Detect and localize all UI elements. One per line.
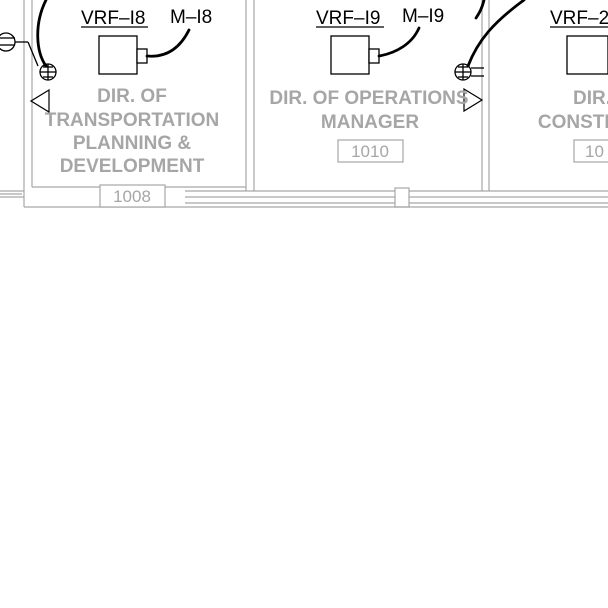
sensor-symbols (0, 32, 484, 81)
pipe-run-3 (377, 26, 421, 58)
vrf-unit-connector-1 (136, 48, 148, 64)
pipe-run-1 (36, 0, 48, 68)
room-name-line: MANAGER (321, 112, 419, 133)
vrf-unit-connector-2 (368, 48, 380, 64)
unit-tag-3: VRF–2 (550, 8, 608, 29)
vrf-unit-box-2 (330, 35, 370, 75)
mount-tag-2: M–I9 (402, 6, 444, 27)
room-number: 1008 (113, 187, 151, 206)
vrf-unit-box-3 (566, 35, 608, 75)
room-number: 10 (585, 142, 604, 161)
room-name-line: DEVELOPMENT (60, 156, 205, 177)
room-name-line: TRANSPORTATION (45, 110, 220, 131)
room-name-line: DIR. (573, 88, 608, 109)
door-arrow-right-icon (463, 87, 484, 113)
room-labels: DIR. OF TRANSPORTATION PLANNING & DEVELO… (45, 86, 608, 177)
pipe-run-4 (466, 0, 526, 68)
room-name-line: DIR. OF OPERATIONS (269, 88, 468, 109)
room-name-line: PLANNING & (73, 133, 192, 154)
vrf-unit-symbols (98, 35, 608, 75)
room-name-line: DIR. OF (97, 86, 167, 107)
unit-tag-2: VRF–I9 (316, 8, 380, 29)
room-name-line: CONSTR (538, 112, 608, 133)
equipment-tags: VRF–I8 M–I8 VRF–I9 M–I9 VRF–2 (81, 6, 608, 29)
sensor-icon-edge (0, 32, 16, 52)
pipe-run-2 (145, 28, 191, 58)
pipe-runs (36, 0, 526, 68)
room-number-tags: 1008 1010 10 (99, 139, 608, 208)
pipe-run-5 (474, 0, 486, 20)
unit-tag-1: VRF–I8 (81, 8, 145, 29)
room-number: 1010 (351, 142, 389, 161)
mount-tag-1: M–I8 (170, 7, 212, 28)
vrf-unit-box-1 (98, 35, 138, 75)
door-arrows (29, 87, 484, 114)
door-arrow-left-icon (29, 88, 50, 114)
